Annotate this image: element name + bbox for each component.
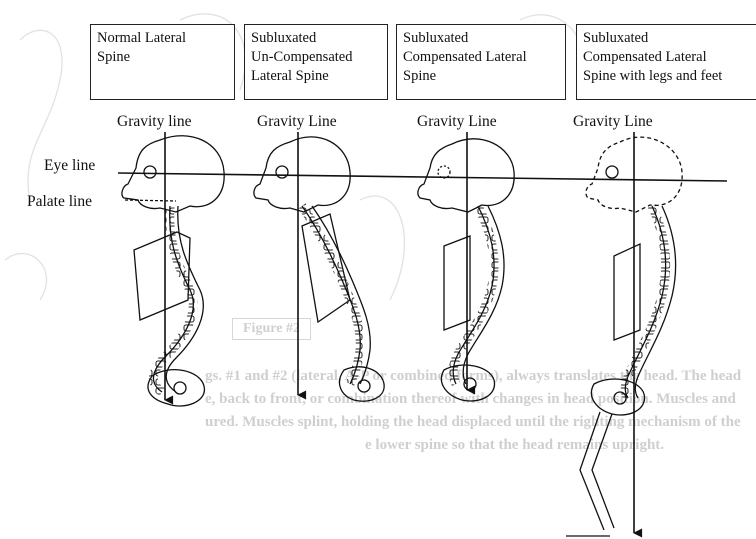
- gravity-label-compensated-legs: Gravity Line: [573, 113, 653, 131]
- eye-line-label: Eye line: [44, 157, 95, 175]
- panel-title-line: Spine: [97, 48, 228, 67]
- gravity-label-uncompensated: Gravity Line: [257, 113, 337, 131]
- panel-title-line: Subluxated: [251, 29, 381, 48]
- panel-title-line: Lateral Spine: [251, 67, 381, 86]
- panel-title-line: Compensated Lateral: [403, 48, 559, 67]
- gravity-label-compensated: Gravity Line: [417, 113, 497, 131]
- panel-title-compensated: Subluxated Compensated Lateral Spine: [396, 24, 566, 100]
- panel-title-line: Un-Compensated: [251, 48, 381, 67]
- palate-line-label: Palate line: [27, 193, 92, 211]
- panel-title-line: Normal Lateral: [97, 29, 228, 48]
- figure-normal-skeleton: [122, 136, 224, 406]
- panel-title-normal: Normal Lateral Spine: [90, 24, 235, 100]
- panel-title-compensated-legs: Subluxated Compensated Lateral Spine wit…: [576, 24, 756, 100]
- eye-line: [118, 173, 727, 181]
- figure-compensated-legs-skeleton: [566, 137, 682, 536]
- panel-title-uncompensated: Subluxated Un-Compensated Lateral Spine: [244, 24, 388, 100]
- panel-title-line: Spine with legs and feet: [583, 67, 756, 86]
- panel-title-line: Subluxated: [403, 29, 559, 48]
- panel-title-line: Spine: [403, 67, 559, 86]
- gravity-label-normal: Gravity line: [117, 113, 191, 131]
- panel-title-line: Subluxated: [583, 29, 756, 48]
- panel-title-line: Compensated Lateral: [583, 48, 756, 67]
